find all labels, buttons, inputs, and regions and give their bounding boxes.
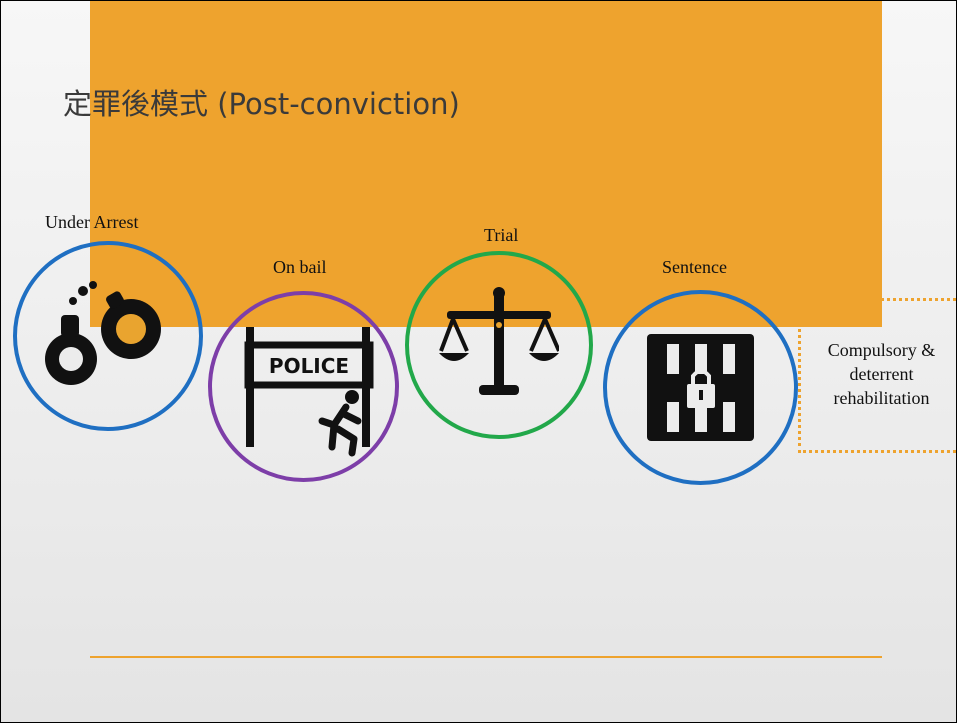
stage-circle-on-bail: POLICE (208, 291, 399, 482)
scales-icon (439, 287, 559, 395)
police-sign-text: POLICE (268, 354, 348, 378)
police-barrier-icon: POLICE (244, 326, 373, 456)
stage-circle-trial (405, 251, 593, 439)
stage-circle-under-arrest (13, 241, 203, 431)
footer-divider (90, 656, 882, 658)
stage-label-sentence: Sentence (662, 257, 727, 277)
stage-label-under-arrest: Under Arrest (45, 212, 139, 232)
jail-cell-icon (647, 334, 754, 441)
stage-circle-sentence (603, 290, 798, 485)
handcuffs-icon (45, 281, 161, 385)
stage-label-trial: Trial (484, 225, 519, 245)
outcome-box (798, 298, 956, 453)
outcome-text: Compulsory & deterrent rehabilitation (827, 340, 936, 408)
stage-label-on-bail: On bail (273, 257, 327, 277)
slide-title: 定罪後模式 (Post-conviction) (63, 87, 460, 121)
